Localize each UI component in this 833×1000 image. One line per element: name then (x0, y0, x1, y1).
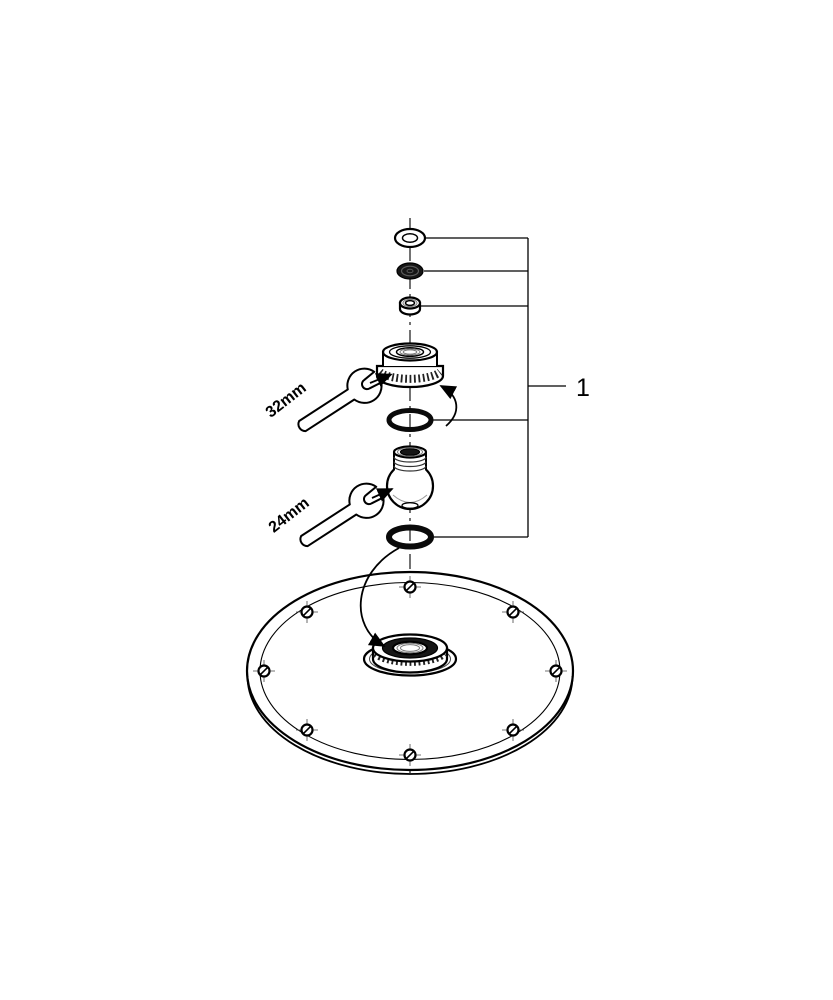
plate-screw (296, 601, 318, 623)
plate-screw (399, 576, 421, 598)
o-ring-upper (386, 408, 434, 432)
ball-joint (385, 445, 435, 511)
assembly-arrow-lower (359, 547, 400, 647)
filter-disc (396, 262, 424, 280)
assembly-arrow-upper (439, 385, 458, 427)
callout-label: 1 (576, 374, 590, 402)
washer-ring (393, 227, 427, 249)
o-ring-lower (386, 524, 434, 550)
wrench-32-arrow (369, 373, 393, 387)
callout-bracket (421, 237, 566, 538)
mounting-collar (362, 633, 458, 677)
ball-joint-housing (375, 342, 445, 389)
wrench-24-arrow (371, 488, 394, 502)
wrench-24-label: 24mm (266, 495, 313, 537)
plate-screw (253, 660, 275, 682)
plate-screw (502, 719, 524, 741)
wrench-32-label: 32mm (263, 380, 310, 422)
plate-screw (399, 744, 421, 766)
wrench-32-icon (289, 361, 393, 444)
shower-plate (245, 570, 575, 775)
small-nut (398, 296, 422, 316)
plate-screw (545, 660, 567, 682)
plate-screw (502, 601, 524, 623)
plate-screw (296, 719, 318, 741)
wrench-24-icon (291, 476, 394, 559)
